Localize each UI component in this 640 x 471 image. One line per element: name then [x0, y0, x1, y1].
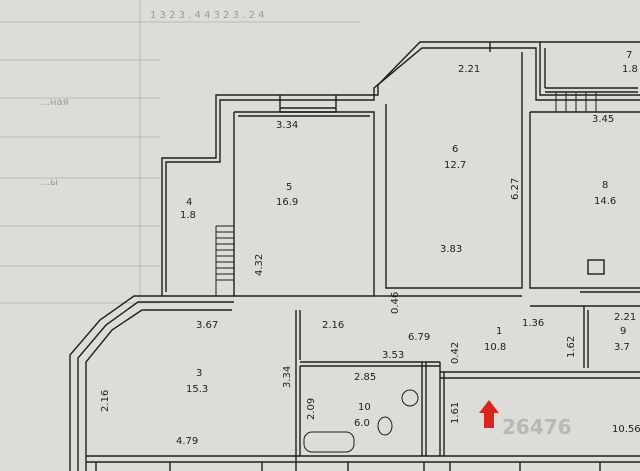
dim-0-42: 0.42 [450, 342, 461, 364]
dim-2-21-right: 2.21 [614, 312, 636, 323]
dimension-labels: 2.21 3.34 3.45 6.27 3.83 4.32 0.46 3.67 … [100, 64, 640, 447]
bathtub-icon [303, 431, 355, 453]
location-arrow-icon [479, 400, 499, 428]
background-form [0, 0, 360, 304]
toilet-icon [377, 416, 393, 436]
room-10-area: 6.0 [354, 418, 370, 429]
room-4-number: 4 [186, 197, 192, 208]
dim-2-85: 2.85 [354, 372, 376, 383]
dim-3-34-v: 3.34 [282, 366, 293, 388]
background-label-a: …ная [40, 97, 69, 108]
sink-icon [401, 389, 419, 407]
room-6-number: 6 [452, 144, 458, 155]
exterior-walls [69, 41, 640, 471]
dim-0-46: 0.46 [390, 292, 401, 314]
dim-4-32: 4.32 [254, 254, 265, 276]
room-9-number: 9 [620, 326, 626, 337]
dim-1-61: 1.61 [450, 402, 461, 424]
dim-2-09: 2.09 [306, 398, 317, 420]
room-5-area: 16.9 [276, 197, 298, 208]
background-label-b: …ы [40, 177, 58, 188]
dim-3-45: 3.45 [592, 114, 614, 125]
room-labels: 4 1.8 5 16.9 6 12.7 7 1.8 8 14.6 1 10.8 … [180, 50, 638, 429]
room-1-number: 1 [496, 326, 502, 337]
background-numbers: 1 3 2 3 . 4 4 3 2 3 . 2 4 [150, 10, 265, 21]
dim-3-34: 3.34 [276, 120, 298, 131]
dim-1-36: 1.36 [522, 318, 544, 329]
dim-1-62: 1.62 [566, 336, 577, 358]
room-8-number: 8 [602, 180, 608, 191]
room-9-area: 3.7 [614, 342, 630, 353]
dim-3-67: 3.67 [196, 320, 218, 331]
room-7-number: 7 [626, 50, 632, 61]
room-7-area: 1.8 [622, 64, 638, 75]
room-10-number: 10 [358, 402, 371, 413]
room-3-number: 3 [196, 368, 202, 379]
dim-6-79: 6.79 [408, 332, 430, 343]
room-6-area: 12.7 [444, 160, 466, 171]
bath-fixtures [303, 389, 419, 453]
dim-10-56: 10.56 [612, 424, 640, 435]
watermark-text: 26476 [502, 415, 572, 439]
dim-2-21-top: 2.21 [458, 64, 480, 75]
dim-2-16-h: 2.16 [322, 320, 344, 331]
room-8-area: 14.6 [594, 196, 616, 207]
window-hatch [215, 92, 597, 296]
dim-6-27: 6.27 [510, 178, 521, 200]
dim-4-79: 4.79 [176, 436, 198, 447]
room-4-area: 1.8 [180, 210, 196, 221]
room-5-number: 5 [286, 182, 292, 193]
room-1-area: 10.8 [484, 342, 506, 353]
dim-2-16-v: 2.16 [100, 390, 111, 412]
dim-3-83: 3.83 [440, 244, 462, 255]
room-3-area: 15.3 [186, 384, 208, 395]
dim-3-53: 3.53 [382, 350, 404, 361]
